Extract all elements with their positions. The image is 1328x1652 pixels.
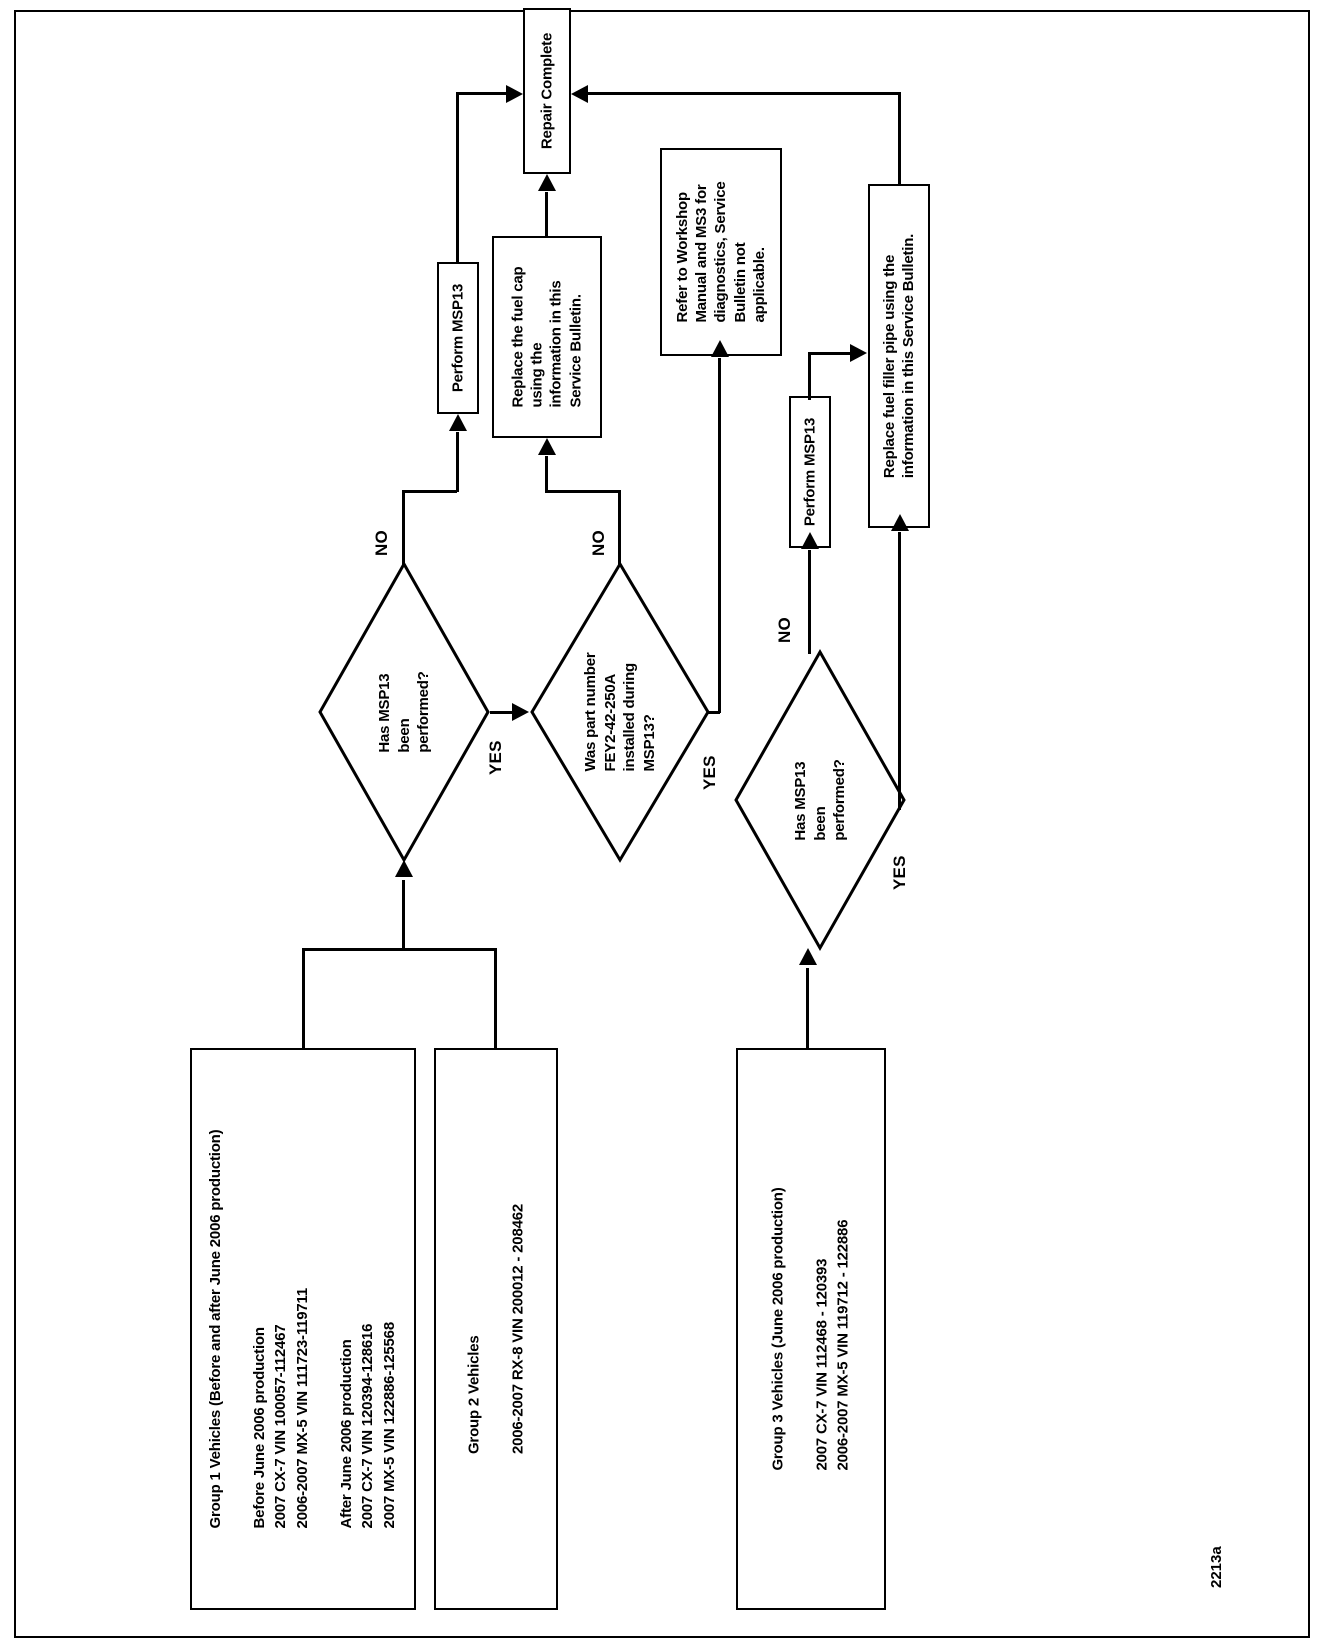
arrowhead-a-yes xyxy=(512,703,529,721)
node-group1-vehicles: Group 1 Vehicles (Before and after June … xyxy=(190,1048,416,1610)
node-decision-partnumber-label: Was part number FEY2-42-250A installed d… xyxy=(582,652,658,772)
node-decision-msp13-a-label: Has MSP13 been performed? xyxy=(375,671,432,753)
connector-perform-a-to-repair xyxy=(456,92,508,95)
edge-label-decision-b-yes: YES xyxy=(890,855,909,890)
connector-b-no-up xyxy=(808,550,811,654)
node-refer-workshop: Refer to Workshop Manual and MS3 for dia… xyxy=(660,148,782,356)
edge-label-decision-a-no: NO xyxy=(372,530,391,556)
node-decision-partnumber: Was part number FEY2-42-250A installed d… xyxy=(530,561,710,863)
node-group1-vehicles-label: Group 1 Vehicles (Before and after June … xyxy=(207,1129,399,1529)
connector-part-no-into-cap xyxy=(545,456,548,492)
arrowhead-part-no-cap xyxy=(538,438,556,455)
node-replace-filler-pipe-label: Replace fuel filler pipe using the infor… xyxy=(880,233,917,479)
arrowhead-to-diamond-a xyxy=(395,860,413,877)
node-replace-fuel-cap-label: Replace the fuel cap using the informati… xyxy=(509,266,585,408)
edge-label-decision-part-yes: YES xyxy=(700,755,719,790)
arrowhead-b-no-perform xyxy=(801,532,819,549)
node-perform-msp13-a-label: Perform MSP13 xyxy=(449,283,467,393)
node-group3-vehicles-label: Group 3 Vehicles (June 2006 production) … xyxy=(769,1187,852,1471)
page-border xyxy=(14,10,1310,1638)
connector-cap-to-repair xyxy=(545,192,548,238)
arrowhead-perform-a-repair xyxy=(506,85,523,103)
connector-group3-up xyxy=(806,968,809,1050)
connector-pipe-up xyxy=(898,92,901,186)
arrowhead-b-yes-pipe xyxy=(891,514,909,531)
connector-group2-up xyxy=(494,948,497,1050)
node-decision-msp13-a: Has MSP13 been performed? xyxy=(318,560,490,864)
node-repair-complete-label: Repair Complete xyxy=(538,32,556,150)
node-decision-msp13-b: Has MSP13 been performed? xyxy=(734,648,906,952)
node-group2-vehicles-label: Group 2 Vehicles 2006-2007 RX-8 VIN 2000… xyxy=(465,1203,526,1455)
arrowhead-a-no-perform xyxy=(449,414,467,431)
connector-a-no-into-perform xyxy=(456,432,459,492)
connector-a-no-up xyxy=(402,490,405,566)
node-decision-msp13-b-label: Has MSP13 been performed? xyxy=(791,759,848,841)
connector-group-bus xyxy=(302,948,497,951)
node-replace-filler-pipe: Replace fuel filler pipe using the infor… xyxy=(868,184,930,528)
connector-perform-b-up xyxy=(808,352,811,400)
arrowhead-part-yes-refer xyxy=(711,340,729,357)
connector-group1-up xyxy=(302,948,305,1050)
connector-perform-a-up xyxy=(456,92,459,264)
arrowhead-group3-diamond-b xyxy=(799,948,817,965)
node-group3-vehicles: Group 3 Vehicles (June 2006 production) … xyxy=(736,1048,886,1610)
arrowhead-pipe-repair xyxy=(571,85,588,103)
diamond-shape-part xyxy=(530,561,710,863)
figure-id: 2213a xyxy=(1208,1546,1225,1588)
connector-part-no-across xyxy=(545,490,621,493)
node-group2-vehicles: Group 2 Vehicles 2006-2007 RX-8 VIN 2000… xyxy=(434,1048,558,1610)
edge-label-decision-a-yes: YES xyxy=(486,740,505,775)
connector-perform-b-across xyxy=(808,352,852,355)
connector-part-yes-across xyxy=(708,711,720,714)
diamond-shape-b xyxy=(734,648,906,952)
node-refer-workshop-label: Refer to Workshop Manual and MS3 for dia… xyxy=(674,181,768,323)
arrowhead-perform-b-pipe xyxy=(850,344,867,362)
connector-bus-to-diamond-a xyxy=(402,880,405,950)
node-replace-fuel-cap: Replace the fuel cap using the informati… xyxy=(492,236,602,438)
connector-a-yes xyxy=(490,711,514,714)
connector-a-no-across xyxy=(402,490,457,493)
connector-part-yes-right xyxy=(718,358,721,713)
node-repair-complete: Repair Complete xyxy=(523,8,571,174)
connector-pipe-to-repair xyxy=(588,92,900,95)
node-perform-msp13-b-label: Perform MSP13 xyxy=(801,417,819,527)
edge-label-decision-b-no: NO xyxy=(775,617,794,643)
node-perform-msp13-a: Perform MSP13 xyxy=(437,262,479,414)
node-perform-msp13-b: Perform MSP13 xyxy=(789,396,831,548)
edge-label-decision-part-no: NO xyxy=(589,530,608,556)
arrowhead-cap-repair xyxy=(538,174,556,191)
connector-part-no-up xyxy=(618,490,621,566)
connector-b-yes-up xyxy=(898,532,901,810)
